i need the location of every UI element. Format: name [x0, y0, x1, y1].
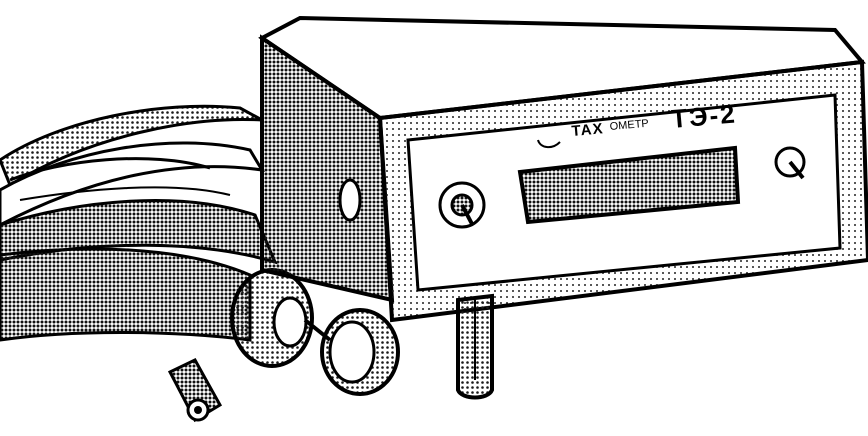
probe-rod	[456, 293, 494, 400]
probe-disc	[303, 308, 400, 396]
side-connector	[338, 178, 362, 222]
panel-label-model: ТЭ-2	[670, 98, 738, 134]
panel-label-word: ОМЕТР	[609, 118, 649, 133]
display-window	[517, 145, 741, 225]
power-switch	[774, 146, 806, 180]
range-knob	[438, 181, 486, 229]
cable-bundle	[0, 104, 278, 265]
panel-label: ТАХ ОМЕТР ТЭ-2	[537, 98, 738, 148]
panel-label-prefix: ТАХ	[571, 120, 604, 140]
small-plug	[167, 358, 223, 423]
